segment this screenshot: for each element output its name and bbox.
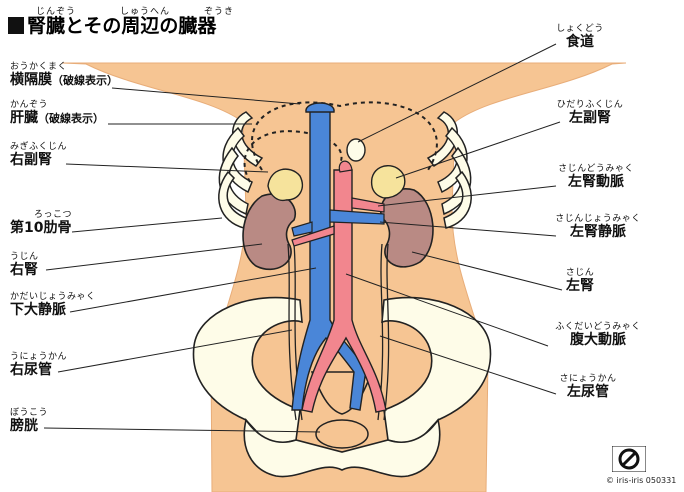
ureter-right: [287, 243, 297, 421]
label-bladder-text: 膀胱: [10, 418, 38, 434]
label-adrenal-left-text: 左副腎: [569, 110, 611, 126]
label-diaphragm-text: 横隔膜（破線表示）: [10, 72, 118, 88]
label-esophagus: しょくどう 食道: [548, 24, 612, 50]
leader-lines-right: [345, 43, 563, 395]
title-ruby-row: じんぞう しゅうへん ぞうき: [8, 4, 268, 17]
leader-rib10: [71, 217, 223, 233]
label-bladder: ぼうこう 膀胱: [10, 408, 48, 434]
label-aorta: ふくだいどうみゃく 腹大動脈: [548, 322, 648, 348]
renal-vein-right: [291, 221, 313, 237]
page-title-block: じんぞう しゅうへん ぞうき 腎臓とその周辺の臓器: [8, 4, 268, 37]
label-vena-cava: かだいじょうみゃく 下大静脈: [10, 292, 96, 318]
renal-vein-left: [329, 209, 385, 225]
leader-adrenal-right: [65, 163, 269, 173]
iris-logo: [612, 446, 646, 472]
aorta: [301, 169, 387, 413]
label-renal-vein-left: さじんじょうみゃく 左腎静脈: [548, 214, 648, 240]
leader-kidney-left: [411, 251, 563, 291]
label-liver-sub: （破線表示）: [38, 112, 104, 125]
label-vena-cava-text: 下大静脈: [10, 302, 66, 318]
label-adrenal-right-text: 右副腎: [10, 152, 52, 168]
leader-renal-artery-left: [377, 185, 557, 207]
label-renal-vein-left-ruby: さじんじょうみゃく: [555, 214, 641, 224]
label-aorta-ruby: ふくだいどうみゃく: [555, 322, 641, 332]
label-rib10: ろっこつ 第10肋骨: [10, 210, 72, 236]
label-liver-ruby: かんぞう: [10, 100, 49, 110]
label-bladder-ruby: ぼうこう: [10, 408, 49, 418]
leader-lines-left: [43, 87, 321, 433]
leader-renal-vein-left: [379, 221, 557, 237]
credit-text: © iris-iris 050331: [606, 476, 677, 485]
adrenal-left: [370, 165, 406, 199]
label-rib10-text: 第10肋骨: [10, 220, 72, 236]
liver-dashed: [243, 130, 343, 183]
label-esophagus-ruby: しょくどう: [556, 24, 604, 34]
rib-right-1: [426, 111, 458, 167]
diaphragm-dashed: [251, 101, 438, 171]
label-kidney-right-text: 右腎: [10, 262, 38, 278]
aorta-branch-celiac: [338, 160, 353, 173]
leader-adrenal-left: [395, 121, 561, 179]
leader-aorta: [345, 273, 549, 347]
label-liver: かんぞう 肝臓（破線表示）: [10, 100, 104, 127]
label-diaphragm-ruby: おうかくまく: [10, 62, 68, 72]
label-kidney-left-ruby: さじん: [565, 268, 595, 278]
leader-bladder: [43, 427, 321, 433]
label-kidney-right: うじん 右腎: [10, 252, 39, 278]
label-renal-artery-left-ruby: さじんどうみゃく: [558, 164, 634, 174]
leader-vena-cava: [69, 267, 317, 313]
label-adrenal-right: みぎふくじん 右副腎: [10, 142, 67, 168]
rib-right-4: [443, 170, 472, 229]
adrenal-right: [267, 168, 304, 202]
label-diaphragm-sub: （破線表示）: [52, 74, 118, 87]
leader-ureter-left: [379, 335, 557, 395]
title-ruby-2: しゅうへん: [120, 7, 171, 17]
label-adrenal-left: ひだりふくじん 左副腎: [548, 100, 632, 126]
esophagus-stomach: [346, 138, 366, 162]
label-ureter-left: さにょうかん 左尿管: [548, 374, 628, 400]
bladder: [315, 419, 369, 449]
page-title-text: 腎臓とその周辺の臓器: [27, 15, 217, 37]
ureter-left-b: [383, 243, 390, 421]
label-adrenal-left-ruby: ひだりふくじん: [556, 100, 624, 110]
leader-esophagus: [357, 43, 557, 143]
label-diaphragm: おうかくまく 横隔膜（破線表示）: [10, 62, 118, 89]
label-renal-artery-left: さじんどうみゃく 左腎動脈: [548, 164, 644, 190]
kidney-right: [242, 193, 297, 271]
label-renal-vein-left-text: 左腎静脈: [570, 224, 626, 240]
label-aorta-text: 腹大動脈: [570, 332, 626, 348]
renal-artery-left: [351, 197, 385, 213]
leader-ureter-right: [57, 329, 293, 373]
leader-diaphragm: [111, 87, 301, 105]
label-renal-artery-left-text: 左腎動脈: [568, 174, 624, 190]
label-kidney-left-text: 左腎: [566, 278, 594, 294]
label-ureter-right-ruby: うにょうかん: [10, 352, 68, 362]
label-esophagus-text: 食道: [566, 34, 594, 50]
page-title: 腎臓とその周辺の臓器: [8, 15, 268, 37]
label-vena-cava-ruby: かだいじょうみゃく: [10, 292, 96, 302]
label-ureter-right: うにょうかん 右尿管: [10, 352, 67, 378]
title-ruby-1: じんぞう: [36, 7, 77, 17]
pubic-arch: [243, 418, 441, 478]
esophagus-top: [305, 102, 335, 113]
ribs-right: [426, 111, 472, 229]
label-kidney-right-ruby: うじん: [10, 252, 39, 262]
label-rib10-ruby: ろっこつ: [34, 210, 73, 220]
rib-left-1: [232, 111, 264, 167]
title-square-icon: [8, 17, 24, 34]
label-ureter-left-ruby: さにょうかん: [559, 374, 617, 384]
title-ruby-3: ぞうき: [204, 7, 235, 17]
renal-artery-right: [291, 225, 335, 247]
leader-kidney-right: [45, 243, 263, 271]
label-kidney-left: さじん 左腎: [556, 268, 604, 294]
label-adrenal-right-ruby: みぎふくじん: [10, 142, 68, 152]
label-ureter-right-text: 右尿管: [10, 362, 52, 378]
ribs-left: [218, 111, 264, 229]
label-liver-text: 肝臓（破線表示）: [10, 110, 104, 126]
label-ureter-left-text: 左尿管: [567, 384, 609, 400]
